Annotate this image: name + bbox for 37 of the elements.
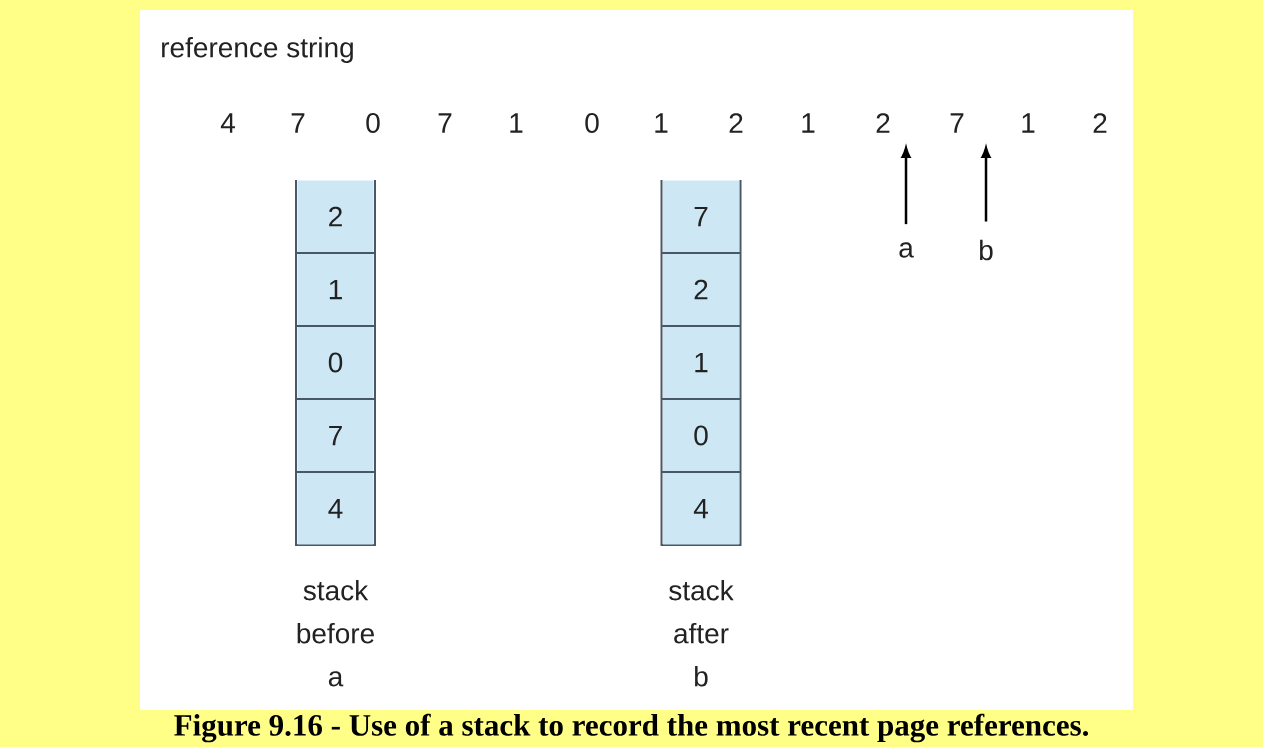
node-label: 2 [329, 206, 342, 227]
stack-cell: 0 [663, 399, 739, 472]
pointer-label: a [899, 242, 914, 258]
stack-cell: 7 [297, 399, 374, 472]
node-label: 0 [694, 425, 708, 446]
reference-digit: 0 [585, 113, 599, 133]
reference-digit: 2 [876, 113, 890, 133]
node-label: 2 [694, 279, 708, 300]
reference-digit: 0 [366, 113, 380, 133]
heading-label: reference string [162, 36, 353, 64]
figure-caption: Figure 9.16 - Use of a stack to record the most recent page references. [174, 713, 1089, 743]
node-label: 0 [328, 352, 343, 373]
stack-cell: 4 [297, 472, 374, 545]
pointer-label: b [980, 239, 993, 261]
reference-digit: 1 [802, 113, 815, 133]
node-label: 1 [695, 352, 708, 373]
reference-digit: 7 [950, 113, 964, 133]
reference-digit: 2 [1093, 113, 1107, 133]
node-label: 1 [329, 279, 342, 300]
stack-cell: 2 [297, 180, 374, 253]
node-label: 4 [693, 498, 708, 519]
stack-cell: 4 [663, 472, 739, 545]
stack-cell: 1 [663, 326, 739, 399]
reference-digit: 1 [510, 113, 523, 133]
stack-cell: 7 [663, 180, 739, 253]
node-label: 4 [328, 498, 343, 519]
reference-digit: 7 [438, 113, 452, 133]
reference-digit: 7 [291, 113, 305, 133]
node-label: 7 [329, 425, 342, 446]
node-label: 7 [694, 206, 708, 227]
reference-digit: 1 [655, 113, 668, 133]
reference-digit: 4 [220, 113, 235, 133]
stack-cell: 0 [297, 326, 374, 399]
stack-cell: 2 [663, 253, 739, 326]
stack-cell: 1 [297, 253, 374, 326]
reference-digit: 2 [729, 113, 743, 133]
reference-digit: 1 [1022, 113, 1035, 133]
